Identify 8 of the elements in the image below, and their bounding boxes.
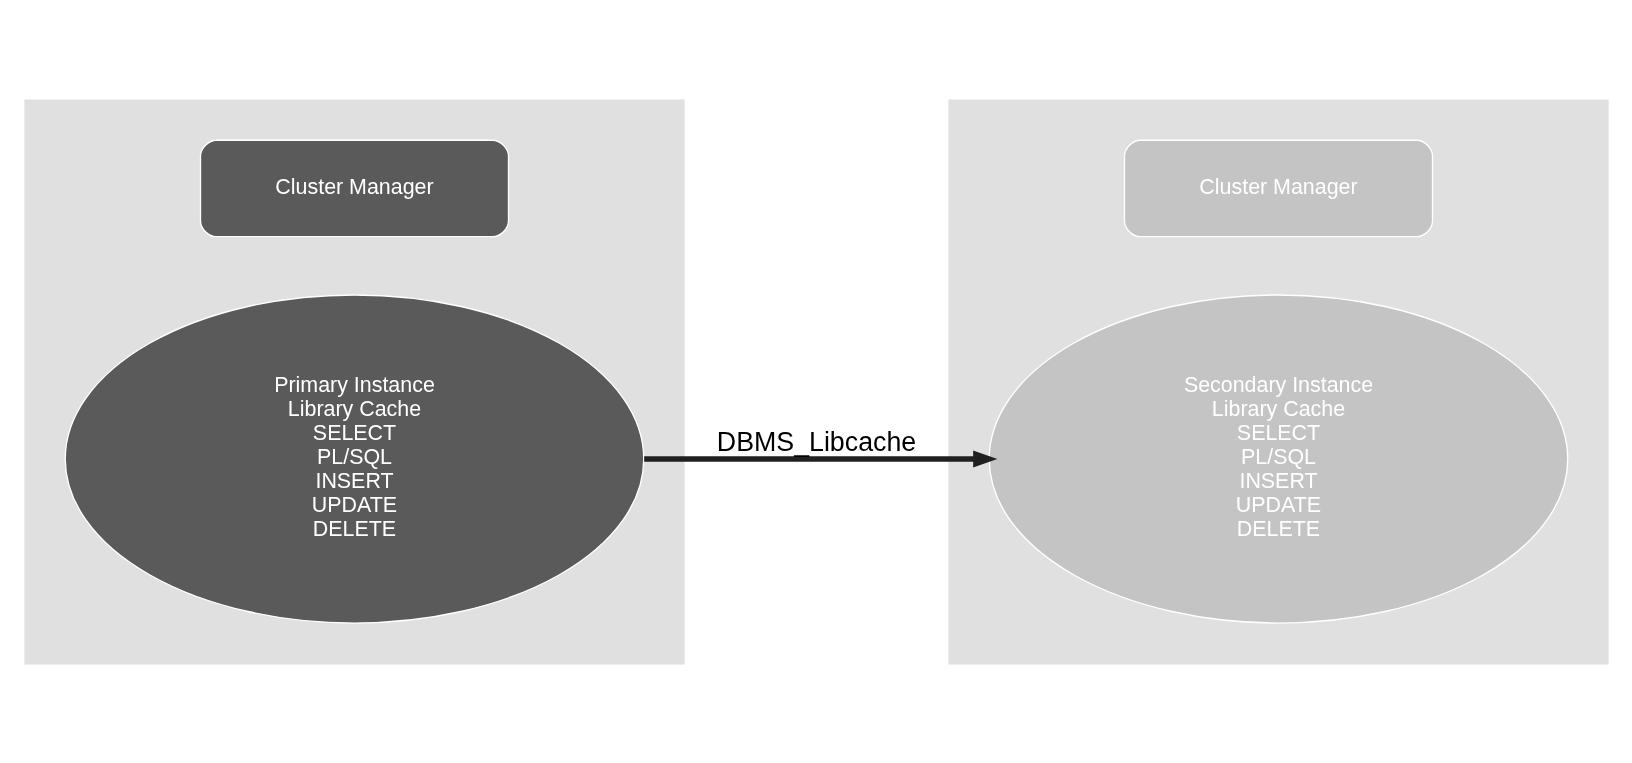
node-ellipse: Primary Instance Library Cache SELECT PL/SQL INSERT UPDATE DELETE	[64, 293, 644, 624]
cluster	[947, 98, 1609, 665]
arrow	[643, 450, 997, 467]
edge-label: DBMS_Libcache	[716, 426, 916, 457]
node-box: Cluster Manager	[1123, 139, 1433, 237]
cluster	[23, 98, 685, 665]
node-ellipse: Secondary Instance Library Cache SELECT PL/SQL INSERT UPDATE DELETE	[988, 293, 1568, 624]
node-box: Cluster Manager	[199, 139, 509, 237]
